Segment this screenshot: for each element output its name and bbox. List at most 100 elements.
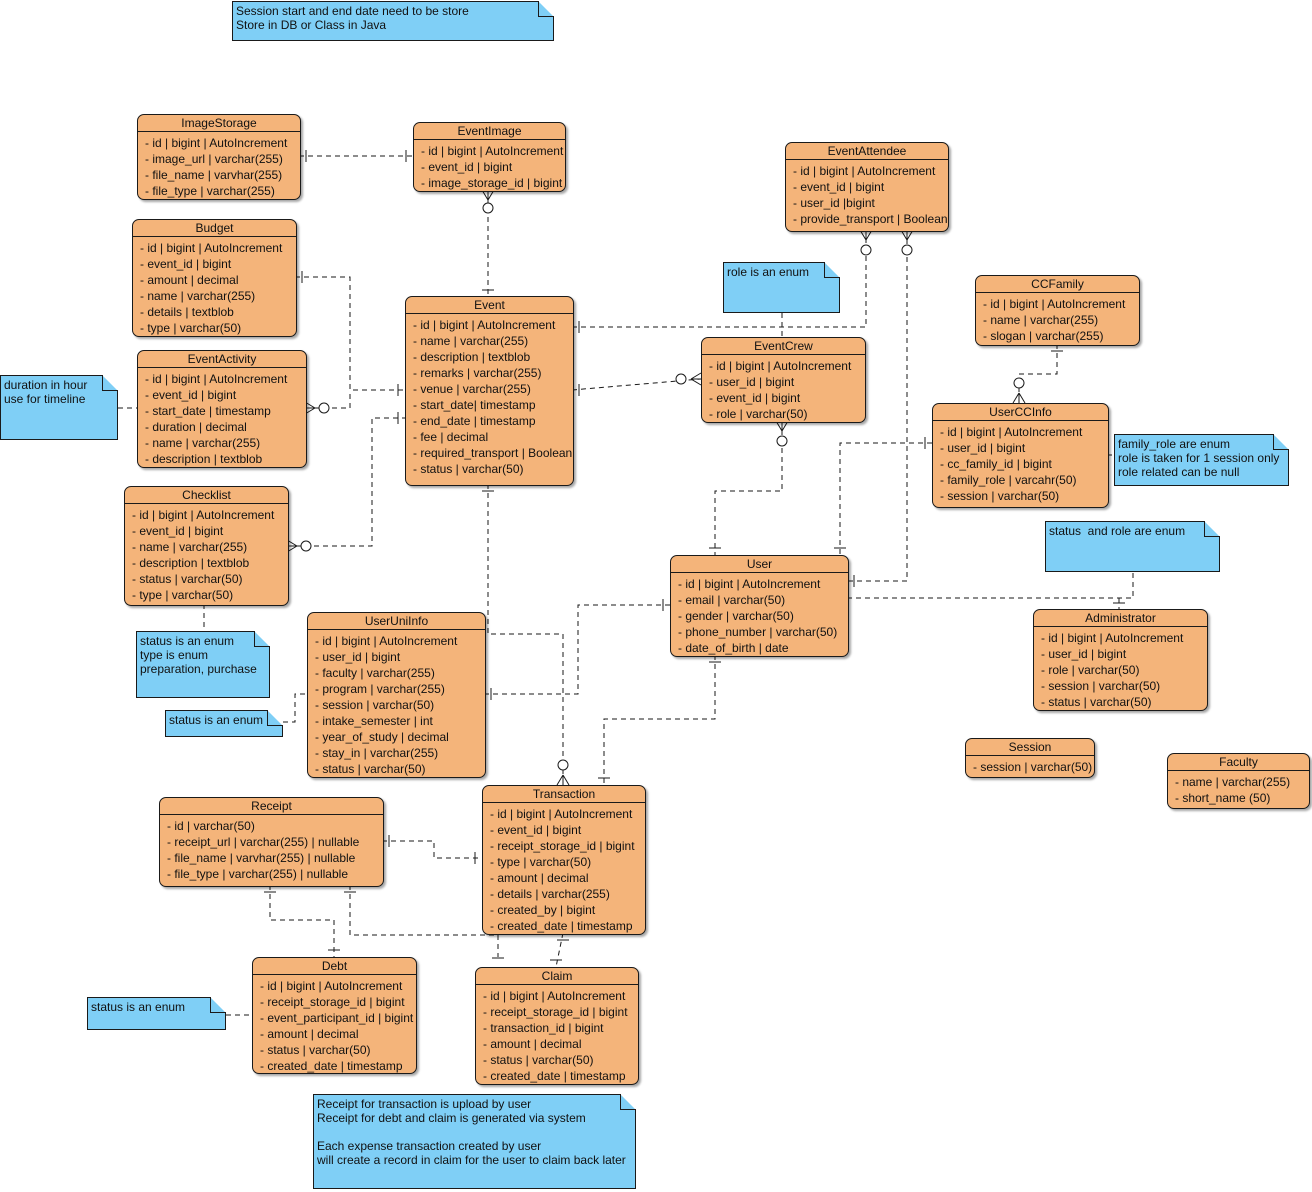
field-row: - description | textblob <box>145 452 263 466</box>
note-fold-corner <box>1273 434 1289 450</box>
entity-title: Event <box>406 297 573 314</box>
optional-marker <box>675 373 687 385</box>
relationship-line <box>847 230 908 582</box>
entity-fields: - id | bigint | AutoIncrement- event_id … <box>414 140 565 191</box>
entity-fields: - id | bigint | AutoIncrement - receipt_s… <box>253 975 416 1074</box>
relationship-line <box>305 390 351 409</box>
optional-marker <box>300 540 312 552</box>
field-row: - user_id | bigint <box>709 375 795 389</box>
field-row: - user_id | bigint <box>1041 647 1127 661</box>
entity-title: Transaction <box>483 786 645 803</box>
note-fold-corner <box>538 1 554 17</box>
entity-checklist[interactable]: Checklist- id | bigint | AutoIncrement- … <box>124 486 289 606</box>
entity-user-uni-info[interactable]: UserUniInfo- id | bigint | AutoIncrement… <box>307 612 486 778</box>
entity-fields: - id | bigint | AutoIncrement- event_id … <box>125 504 288 603</box>
entity-event[interactable]: Event- id | bigint | AutoIncrement- name… <box>405 296 574 486</box>
entity-faculty[interactable]: Faculty- name | varchar(255)- short_name… <box>1167 753 1310 809</box>
entity-fields: - id | bigint | AutoIncrement- user_id |… <box>308 630 485 777</box>
field-row: - id | bigint | AutoIncrement <box>315 634 458 648</box>
entity-administrator[interactable]: Administrator- id | bigint | AutoIncreme… <box>1033 609 1208 711</box>
entity-event-crew[interactable]: EventCrew- id | bigint | AutoIncrement- … <box>701 337 866 423</box>
field-row: - id | bigint | AutoIncrement <box>140 241 283 255</box>
field-row: - type | varchar(50) <box>140 321 242 335</box>
field-row: - role | varchar(50) <box>709 407 808 421</box>
note-line: use for timeline <box>4 392 86 406</box>
entity-title: Administrator <box>1034 610 1207 627</box>
entity-fields: - id | bigint | AutoIncrement- event_id … <box>786 160 948 227</box>
field-row: - created_date | timestamp <box>490 919 633 933</box>
note-line: will create a record in claim for the us… <box>317 1153 626 1167</box>
note-fold-corner <box>1204 521 1220 537</box>
field-row: - amount | decimal <box>260 1027 359 1041</box>
entity-title: EventActivity <box>138 351 306 368</box>
note-line: duration in hour <box>4 378 88 392</box>
field-row: - end_date | timestamp <box>413 414 536 428</box>
note-fold-corner <box>102 375 118 391</box>
field-row: - status | varchar(50) <box>260 1043 371 1057</box>
entity-event-image[interactable]: EventImage- id | bigint | AutoIncrement-… <box>413 122 566 192</box>
entity-fields: - id | bigint | AutoIncrement- user_id |… <box>702 355 865 422</box>
entity-session[interactable]: Session- session | varchar(50) <box>965 738 1095 778</box>
entity-transaction[interactable]: Transaction - id | bigint | AutoIncrement… <box>482 785 646 935</box>
entity-debt[interactable]: Debt - id | bigint | AutoIncrement - recei… <box>252 957 417 1074</box>
note-role-enum: role is an enum <box>723 262 840 313</box>
note-line: Each expense transaction created by user <box>317 1139 542 1153</box>
field-row: - id | bigint | AutoIncrement <box>678 577 821 591</box>
entity-title: UserUniInfo <box>308 613 485 630</box>
entity-title: UserCCInfo <box>933 404 1108 421</box>
entity-fields: - name | varchar(255)- short_name (50) <box>1168 771 1309 806</box>
relationship-line <box>487 484 564 785</box>
note-line: Store in DB or Class in Java <box>236 18 387 32</box>
relationship-line <box>571 378 702 391</box>
entity-title: Budget <box>133 220 296 237</box>
field-row: - remarks | varchar(255) <box>413 366 542 380</box>
relationship-line <box>484 604 670 695</box>
note-line: status is an enum <box>140 634 235 648</box>
note-line: status and role are enum <box>1049 524 1186 538</box>
entity-user[interactable]: User- id | bigint | AutoIncrement- email… <box>670 555 849 657</box>
field-row: - id | bigint | AutoIncrement <box>490 807 633 821</box>
entity-fields: - id | bigint | AutoIncrement- user_id |… <box>933 421 1108 504</box>
field-row: - slogan | varchar(255) <box>983 329 1104 343</box>
field-row: - description | textblob <box>413 350 531 364</box>
field-row: - id | bigint | AutoIncrement <box>260 979 403 993</box>
field-row: - type | varchar(50) <box>490 855 592 869</box>
note-line: Receipt for debt and claim is generated … <box>317 1111 586 1125</box>
field-row: - amount | decimal <box>140 273 239 287</box>
entity-title: EventImage <box>414 123 565 140</box>
field-row: - id | bigint | AutoIncrement <box>483 989 626 1003</box>
entity-image-storage[interactable]: ImageStorage- id | bigint | AutoIncremen… <box>137 114 301 200</box>
field-row: - gender | varchar(50) <box>678 609 794 623</box>
entity-title: EventAttendee <box>786 143 948 160</box>
optional-marker <box>776 435 788 447</box>
note-line: role related can be null <box>1118 465 1240 479</box>
note-fold-corner <box>267 710 283 726</box>
relationship-line <box>1018 344 1058 403</box>
field-row: - venue | varchar(255) <box>413 382 531 396</box>
entity-event-activity[interactable]: EventActivity- id | bigint | AutoIncreme… <box>137 350 307 468</box>
entity-title: Debt <box>253 958 416 975</box>
field-row: - session | varchar(50) <box>315 698 435 712</box>
entity-title: Receipt <box>160 798 383 815</box>
field-row: - required_transport | Boolean <box>413 446 573 460</box>
relationship-line <box>283 693 307 723</box>
field-row: - email | varchar(50) <box>678 593 786 607</box>
note-line: status is an enum <box>91 1000 186 1014</box>
entity-budget[interactable]: Budget- id | bigint | AutoIncrement- eve… <box>132 219 297 337</box>
entity-event-attendee[interactable]: EventAttendee- id | bigint | AutoIncreme… <box>785 142 949 232</box>
note-line: Session start and end date need to be st… <box>236 4 469 18</box>
entity-title: Claim <box>476 968 638 985</box>
entity-cc-family[interactable]: CCFamily- id | bigint | AutoIncrement- n… <box>975 275 1140 346</box>
entity-receipt[interactable]: Receipt- id | varchar(50)- receipt_url |… <box>159 797 384 887</box>
field-row: - receipt_storage_id | bigint <box>483 1005 628 1019</box>
entity-user-cc-info[interactable]: UserCCInfo- id | bigint | AutoIncrement-… <box>932 403 1109 508</box>
field-row: - receipt_storage_id | bigint <box>260 995 405 1009</box>
note-line <box>317 1125 632 1139</box>
field-row: - id | bigint | AutoIncrement <box>983 297 1126 311</box>
entity-claim[interactable]: Claim - id | bigint | AutoIncrement - rece… <box>475 967 639 1085</box>
relationship-line <box>349 885 499 957</box>
entity-fields: - id | bigint | AutoIncrement- image_url… <box>138 132 300 199</box>
field-row: - session | varchar(50) <box>973 760 1093 774</box>
note-line: preparation, purchase <box>140 662 257 676</box>
relationship-line <box>603 655 716 785</box>
